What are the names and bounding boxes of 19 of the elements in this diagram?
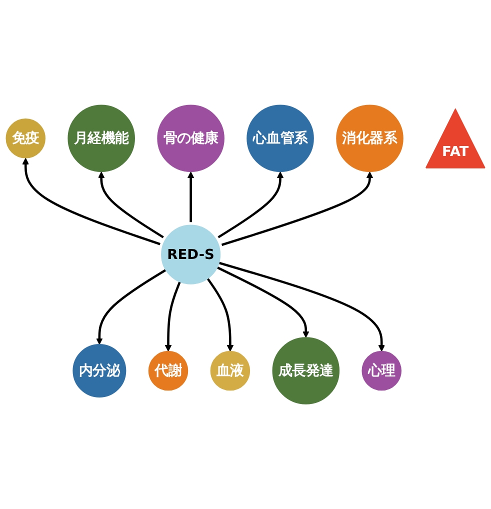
arrow (164, 281, 181, 352)
node-circle: 免疫 (6, 118, 46, 158)
arrow (218, 262, 385, 352)
node-circle: 骨の健康 (157, 104, 224, 172)
arrow (206, 278, 234, 352)
node-circle: 内分泌 (72, 344, 126, 398)
node-circle: RED-S (161, 224, 221, 284)
node-circle: 代謝 (148, 350, 188, 391)
arrow (187, 172, 194, 222)
arrow (96, 268, 166, 345)
arrow (221, 172, 374, 246)
node-circle: 成長発達 (272, 337, 340, 404)
arrow (216, 266, 310, 338)
node-circle: 月経機能 (68, 104, 135, 172)
arrow (98, 172, 164, 238)
node-circle: 消化器系 (336, 104, 404, 172)
arrow (218, 172, 284, 238)
node-circle: 血液 (210, 350, 250, 391)
arrow (22, 158, 160, 246)
